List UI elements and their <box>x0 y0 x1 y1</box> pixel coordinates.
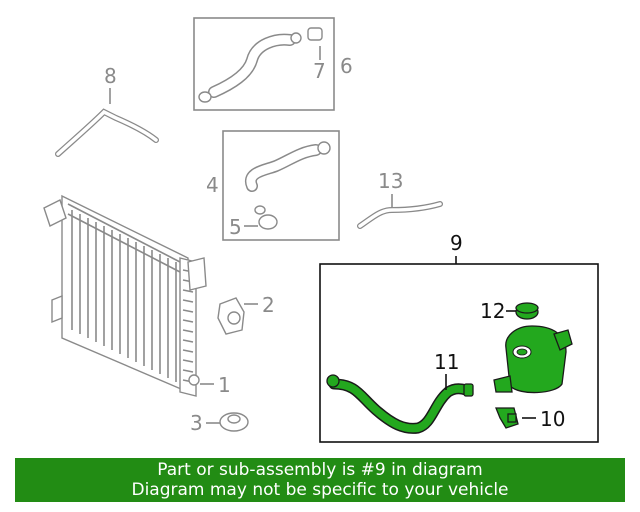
reservoir-bracket <box>495 407 519 429</box>
box-6 <box>193 17 335 111</box>
fitting-part-7 <box>307 27 323 41</box>
box-4 <box>222 130 340 241</box>
reservoir-cap <box>515 302 539 320</box>
callout-11: 11 <box>434 350 459 374</box>
callout-2: 2 <box>262 293 275 317</box>
callout-9: 9 <box>450 231 463 255</box>
coolant-reservoir <box>493 325 573 394</box>
callout-10: 10 <box>540 407 565 431</box>
callout-5: 5 <box>229 215 242 239</box>
mount-part <box>219 412 249 432</box>
banner-line-2: Diagram may not be specific to your vehi… <box>131 480 509 500</box>
hose-part-13 <box>357 201 443 229</box>
bracket-part <box>217 297 245 335</box>
clamp-part-5 <box>254 205 278 230</box>
radiator <box>43 194 207 397</box>
info-banner: Part or sub-assembly is #9 in diagram Di… <box>15 458 625 502</box>
radiator-core-lines <box>71 210 177 382</box>
callout-8: 8 <box>104 64 117 88</box>
callout-3: 3 <box>190 411 203 435</box>
pipe-part-8 <box>55 108 159 157</box>
hose-part-6 <box>198 32 302 103</box>
callout-13: 13 <box>378 169 403 193</box>
banner-line-1: Part or sub-assembly is #9 in diagram <box>157 460 483 480</box>
callout-12: 12 <box>480 299 505 323</box>
callout-1: 1 <box>218 373 231 397</box>
callout-6: 6 <box>340 54 353 78</box>
callout-7: 7 <box>313 59 326 83</box>
hose-part-11 <box>326 374 474 434</box>
callout-4: 4 <box>206 173 219 197</box>
box-9 <box>319 263 599 443</box>
hose-part-4 <box>245 141 331 192</box>
